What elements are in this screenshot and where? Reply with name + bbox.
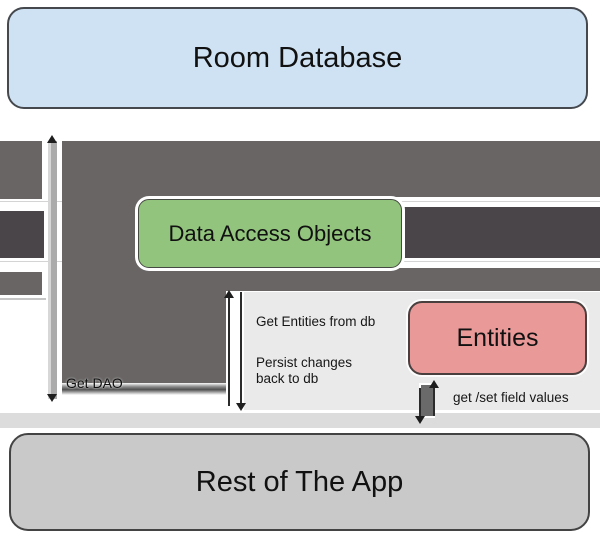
field-access-bar bbox=[421, 385, 433, 416]
data-access-objects-box: Data Access Objects bbox=[138, 199, 402, 268]
persist-changes-line2: back to db bbox=[256, 371, 319, 386]
persist-changes-label: Persist changes back to db bbox=[256, 355, 352, 387]
rest-of-app-label: Rest of The App bbox=[195, 465, 404, 498]
entities-label: Entities bbox=[456, 323, 539, 352]
data-access-objects-label: Data Access Objects bbox=[168, 220, 372, 246]
arrowhead-down-icon bbox=[47, 394, 57, 402]
room-database-box: Room Database bbox=[7, 7, 588, 109]
entities-box: Entities bbox=[408, 301, 587, 375]
arrowhead-up-icon bbox=[47, 135, 57, 143]
arrowhead-down-icon bbox=[415, 416, 425, 424]
arrowhead-up-icon bbox=[224, 290, 234, 298]
up-arrow-line bbox=[228, 294, 230, 406]
left-arrow-bar bbox=[48, 141, 57, 399]
left-connector-stub-middle bbox=[0, 211, 44, 258]
arrowhead-down-icon bbox=[236, 403, 246, 411]
left-connector-stub-top bbox=[0, 141, 42, 199]
rest-of-app-box: Rest of The App bbox=[9, 433, 590, 531]
down-arrow-line bbox=[240, 292, 242, 404]
gap-line-artifact bbox=[0, 298, 46, 300]
get-dao-gradient-line bbox=[62, 383, 226, 395]
room-database-label: Room Database bbox=[192, 41, 403, 74]
persist-changes-line1: Persist changes bbox=[256, 355, 353, 370]
field-up-arrow-line bbox=[433, 384, 435, 416]
get-set-field-values-label: get /set field values bbox=[453, 390, 569, 405]
arrowhead-up-icon bbox=[429, 380, 439, 388]
get-entities-label: Get Entities from db bbox=[256, 314, 376, 329]
field-down-arrow-line bbox=[419, 388, 421, 418]
bottom-strip-artifact bbox=[0, 413, 600, 428]
get-dao-label: Get DAO bbox=[66, 375, 123, 391]
left-connector-stub-bottom bbox=[0, 272, 42, 295]
